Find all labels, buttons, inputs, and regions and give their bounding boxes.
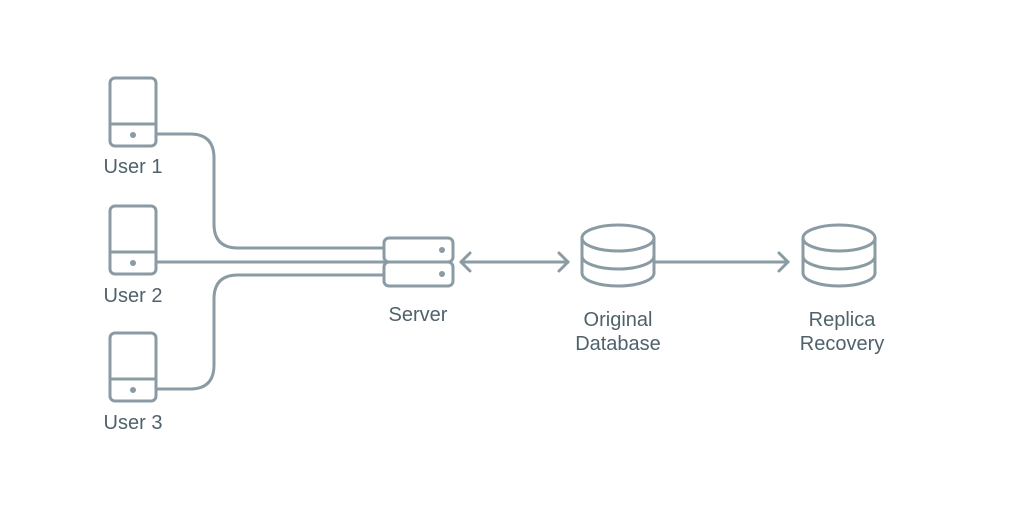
original-database-label: Original Database	[558, 308, 678, 356]
mobile-device-icon	[108, 76, 158, 148]
edge-server-original-database	[459, 251, 570, 273]
mobile-device-icon	[108, 331, 158, 403]
mobile-device-icon	[108, 204, 158, 276]
original-database-label-line1: Original	[583, 309, 653, 331]
database-icon	[801, 223, 877, 288]
replica-recovery-label-line1: Replica	[808, 309, 876, 331]
edge-original-replica	[653, 251, 790, 273]
database-icon	[580, 223, 656, 288]
edge-user1-server	[154, 132, 386, 250]
server-label: Server	[388, 304, 448, 326]
original-database-label-line2: Database	[575, 333, 661, 355]
user3-label: User 3	[103, 412, 163, 434]
user1-label: User 1	[103, 156, 163, 178]
user2-label: User 2	[103, 285, 163, 307]
server-icon	[382, 236, 455, 288]
edge-user3-server	[154, 273, 386, 391]
replica-recovery-label: Replica Recovery	[782, 308, 902, 356]
replica-recovery-label-line2: Recovery	[799, 333, 885, 355]
